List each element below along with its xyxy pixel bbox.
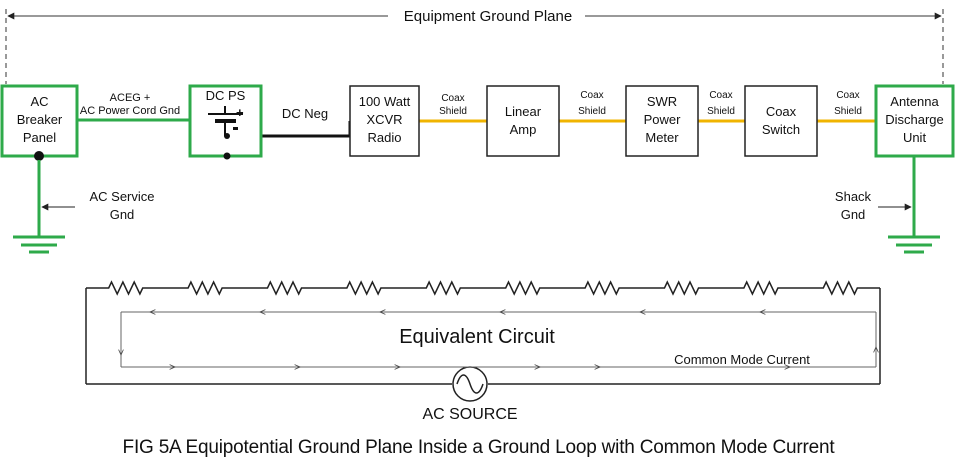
ground-plane-label: Equipment Ground Plane — [404, 8, 572, 25]
shack-label-2: Gnd — [841, 207, 866, 222]
swr-line-1: SWR — [647, 94, 677, 109]
ac-breaker-line-3: Panel — [23, 130, 56, 145]
dc-power-supply: DC PS + — [188, 84, 263, 160]
shack-label-1: Shack — [835, 189, 872, 204]
antenna-discharge-unit: Antenna Discharge Unit — [874, 84, 955, 158]
coax-switch: Coax Switch — [744, 85, 818, 157]
dc-ps-ground-node — [223, 152, 231, 160]
common-mode-current-label: Common Mode Current — [674, 352, 810, 367]
ac-source-label: AC SOURCE — [422, 406, 517, 423]
coax-label-1a: Coax — [441, 93, 464, 104]
coax-label-3b: Shield — [707, 106, 735, 117]
coax-label-1b: Shield — [439, 106, 467, 117]
figure-caption: FIG 5A Equipotential Ground Plane Inside… — [122, 437, 835, 458]
swr-line-2: Power — [644, 112, 682, 127]
coax-label-2b: Shield — [578, 106, 606, 117]
battery-icon — [208, 106, 243, 136]
linear-amp-line-1: Linear — [505, 104, 542, 119]
aceg-label-1: ACEG + — [110, 92, 151, 104]
minus-mark — [233, 127, 238, 130]
resistor-loop — [86, 280, 880, 296]
equivalent-circuit: AC SOURCE Equivalent Circuit Common Mode… — [85, 280, 881, 423]
equivalent-circuit-title: Equivalent Circuit — [399, 326, 555, 348]
dc-ps-plus: + — [236, 105, 244, 120]
swr-line-3: Meter — [645, 130, 679, 145]
ac-breaker-line-1: AC — [30, 94, 48, 109]
coax-label-2a: Coax — [580, 90, 603, 101]
radio-line-3: Radio — [368, 130, 402, 145]
ac-breaker-panel: AC Breaker Panel — [0, 84, 79, 158]
transceiver-radio: 100 Watt XCVR Radio — [349, 85, 420, 157]
coax-switch-line-1: Coax — [766, 104, 797, 119]
ac-service-label-1: AC Service — [89, 189, 154, 204]
ac-service-label-2: Gnd — [110, 207, 135, 222]
common-mode-current-path — [121, 312, 876, 367]
connection-labels: ACEG + AC Power Cord Gnd DC Neg Coax Shi… — [80, 90, 862, 121]
coax-label-4b: Shield — [834, 106, 862, 117]
radio-line-1: 100 Watt — [359, 94, 411, 109]
antenna-line-2: Discharge — [885, 112, 944, 127]
ac-source-icon — [452, 366, 488, 402]
dc-neg-node — [224, 133, 230, 139]
aceg-label-2: AC Power Cord Gnd — [80, 105, 180, 117]
ac-ground-node — [34, 151, 44, 161]
ac-service-ground: AC Service Gnd — [13, 151, 155, 254]
dc-ps-label: DC PS — [206, 88, 246, 103]
coax-label-3a: Coax — [709, 90, 732, 101]
radio-line-2: XCVR — [366, 112, 402, 127]
linear-amp: Linear Amp — [486, 85, 560, 157]
dc-neg-label: DC Neg — [282, 106, 328, 121]
ground-plane-dimension: Equipment Ground Plane — [5, 8, 944, 84]
linear-amp-line-2: Amp — [510, 122, 537, 137]
coax-label-4a: Coax — [836, 90, 859, 101]
swr-power-meter: SWR Power Meter — [625, 85, 699, 157]
antenna-line-3: Unit — [903, 130, 927, 145]
shack-ground: Shack Gnd — [835, 156, 940, 254]
coax-switch-line-2: Switch — [762, 122, 800, 137]
antenna-line-1: Antenna — [890, 94, 939, 109]
ac-breaker-line-2: Breaker — [17, 112, 63, 127]
